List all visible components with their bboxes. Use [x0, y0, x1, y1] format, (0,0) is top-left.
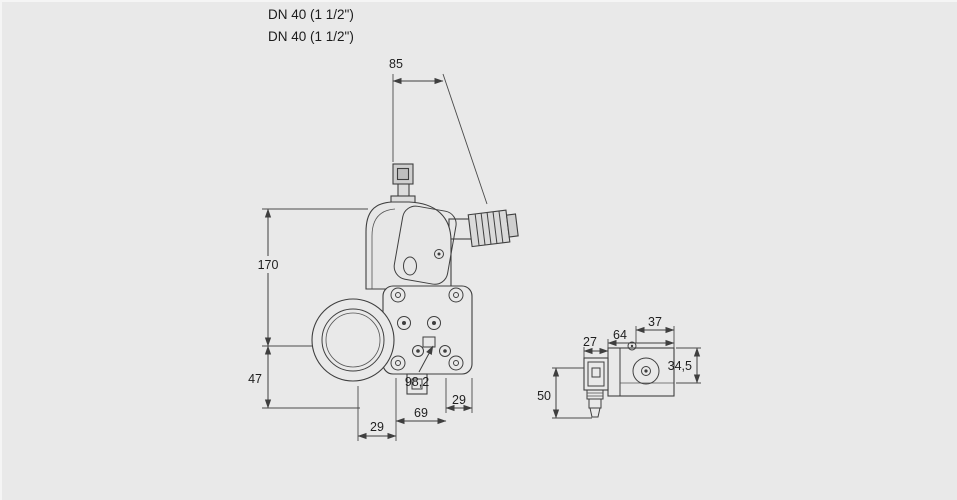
solenoid-coil: [467, 209, 519, 248]
dimension-34-5-label: 34,5: [668, 359, 692, 373]
adjustment-cap: [390, 163, 416, 205]
dimension-50-label: 50: [537, 389, 551, 403]
dimension-64: 64: [607, 326, 675, 348]
body-bolt-circles: [390, 287, 464, 371]
dimension-34-5: 34,5: [668, 347, 701, 384]
dimension-98-2-label: 98,2: [405, 375, 429, 389]
dimension-69-label: 69: [414, 406, 428, 420]
actuator-housing: [365, 201, 457, 290]
dimension-64-label: 64: [613, 328, 627, 342]
dimension-27: 27: [583, 335, 609, 358]
dimension-29-left-label: 29: [370, 420, 384, 434]
din-connector: [583, 357, 609, 391]
indicator-dot: [434, 249, 444, 259]
side-body: [607, 341, 675, 397]
dimension-47: 47: [248, 345, 360, 409]
dimension-98-2: 98,2: [405, 345, 434, 389]
bottom-dimensions: 29 69 29: [357, 378, 473, 441]
nameplate-logo: [403, 256, 417, 276]
dimension-29-right-label: 29: [452, 393, 466, 407]
dimension-85: 85: [389, 57, 488, 205]
valve-main-view: 85 170 47 98,2: [248, 57, 519, 441]
actuator-nameplate: [393, 205, 457, 285]
dimension-85-label: 85: [389, 57, 403, 71]
dimension-170-label: 170: [258, 258, 279, 272]
product-title-line2: DN 40 (1 1/2"): [268, 29, 354, 44]
dimension-47-label: 47: [248, 372, 262, 386]
cable-gland: [586, 389, 604, 418]
dimension-37-label: 37: [648, 315, 662, 329]
dimension-50: 50: [537, 367, 592, 419]
dimension-170: 170: [252, 208, 368, 347]
dimension-27-label: 27: [583, 335, 597, 349]
product-title-line1: DN 40 (1 1/2"): [268, 7, 354, 22]
solenoid-side-view: 27 64 37 34,5 50: [537, 315, 701, 419]
pipe-flange-port: [311, 298, 395, 382]
dimension-37: 37: [635, 315, 675, 343]
